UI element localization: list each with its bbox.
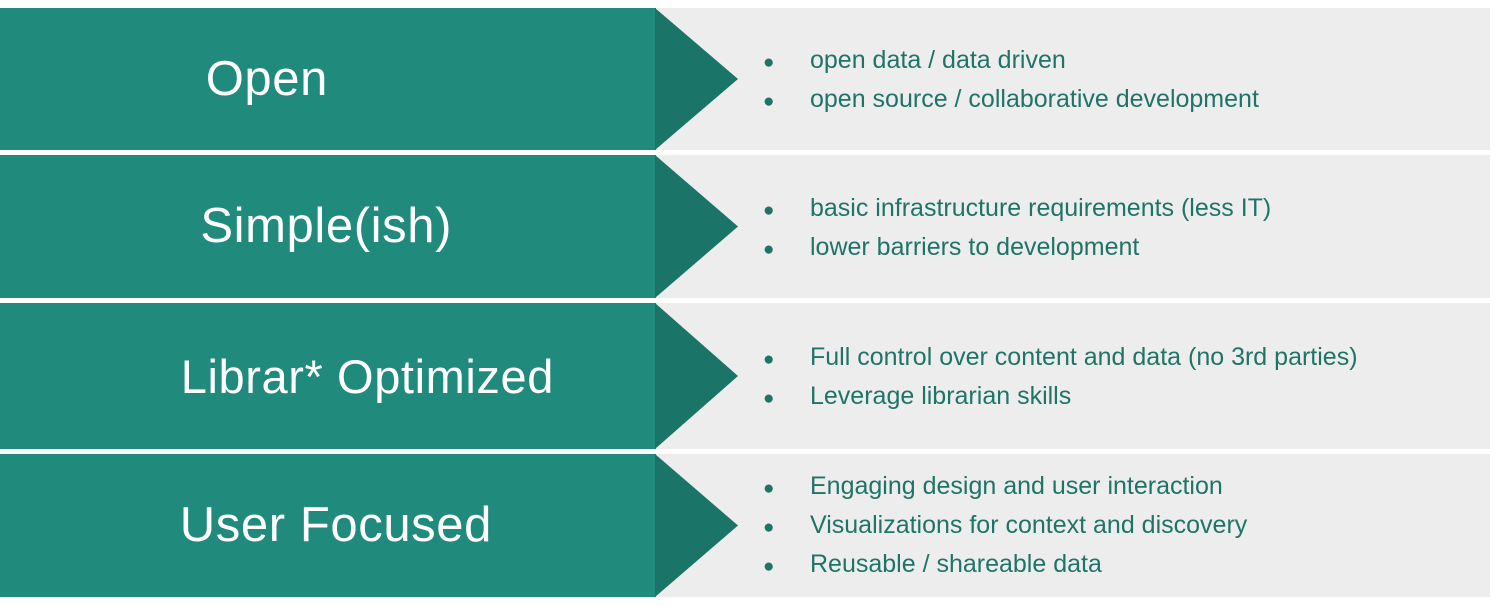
list-item-label: Visualizations for context and discovery [810,511,1248,539]
list-item: ● open source / collaborative developmen… [752,80,1490,119]
feature-row-library-optimized: Librar* Optimized ● Full control over co… [0,303,1490,449]
arrow-body [0,155,656,298]
arrow-banner-open: Open [0,8,738,150]
list-item: ● basic infrastructure requirements (les… [752,189,1490,228]
list-item: ● Reusable / shareable data [752,545,1490,584]
row-separator [0,449,1490,454]
row-separator [0,150,1490,155]
feature-row-simple: Simple(ish) ● basic infrastructure requi… [0,155,1490,298]
arrow-label-open: Open [205,51,328,106]
list-item-label: Reusable / shareable data [810,550,1102,578]
arrow-body [0,8,656,150]
list-item-label: lower barriers to development [810,232,1140,261]
list-item-label: basic infrastructure requirements (less … [810,193,1272,222]
bullet-dot-icon: ● [763,517,775,538]
feature-row-user-focused: User Focused ● Engaging design and user … [0,454,1490,597]
bullet-dot-icon: ● [763,388,775,409]
list-item: ● open data / data driven [752,41,1490,80]
list-item-label: Engaging design and user interaction [810,472,1223,500]
arrow-tip-icon [655,155,738,298]
arrow-tip-icon [655,8,738,150]
arrow-banner-simple: Simple(ish) [0,155,738,298]
bullet-dot-icon: ● [763,91,775,112]
list-item: ● Full control over content and data (no… [752,338,1490,377]
arrow-label-simple: Simple(ish) [200,199,452,253]
list-item: ● Visualizations for context and discove… [752,506,1490,545]
bullet-list-simple: ● basic infrastructure requirements (les… [752,155,1490,298]
list-item: ● Leverage librarian skills [752,377,1490,416]
bullet-dot-icon: ● [763,478,775,499]
bullet-list-user-focused: ● Engaging design and user interaction ●… [752,454,1490,597]
arrow-label-user-focused: User Focused [179,498,492,552]
arrow-tip-icon [655,454,738,597]
list-item-label: Full control over content and data (no 3… [810,343,1358,371]
list-item: ● Engaging design and user interaction [752,467,1490,506]
bullet-dot-icon: ● [763,52,775,73]
bullet-list-library-optimized: ● Full control over content and data (no… [752,303,1490,449]
bullet-dot-icon: ● [763,556,775,577]
list-item-label: open source / collaborative development [810,85,1259,113]
list-item: ● lower barriers to development [752,228,1490,267]
arrow-label-library-optimized: Librar* Optimized [180,349,554,403]
row-separator [0,298,1490,303]
list-item-label: open data / data driven [810,46,1066,74]
bullet-dot-icon: ● [763,238,775,260]
arrow-banner-user-focused: User Focused [0,454,738,597]
arrow-banner-library-optimized: Librar* Optimized [0,303,738,449]
arrow-body [0,454,656,597]
bullet-dot-icon: ● [763,349,775,370]
list-item-label: Leverage librarian skills [810,382,1072,410]
arrow-tip-icon [655,303,738,449]
bullet-dot-icon: ● [763,199,775,221]
bullet-list-open: ● open data / data driven ● open source … [752,8,1490,150]
arrow-body [0,303,656,449]
feature-row-open: Open ● open data / data driven ● open so… [0,8,1490,150]
